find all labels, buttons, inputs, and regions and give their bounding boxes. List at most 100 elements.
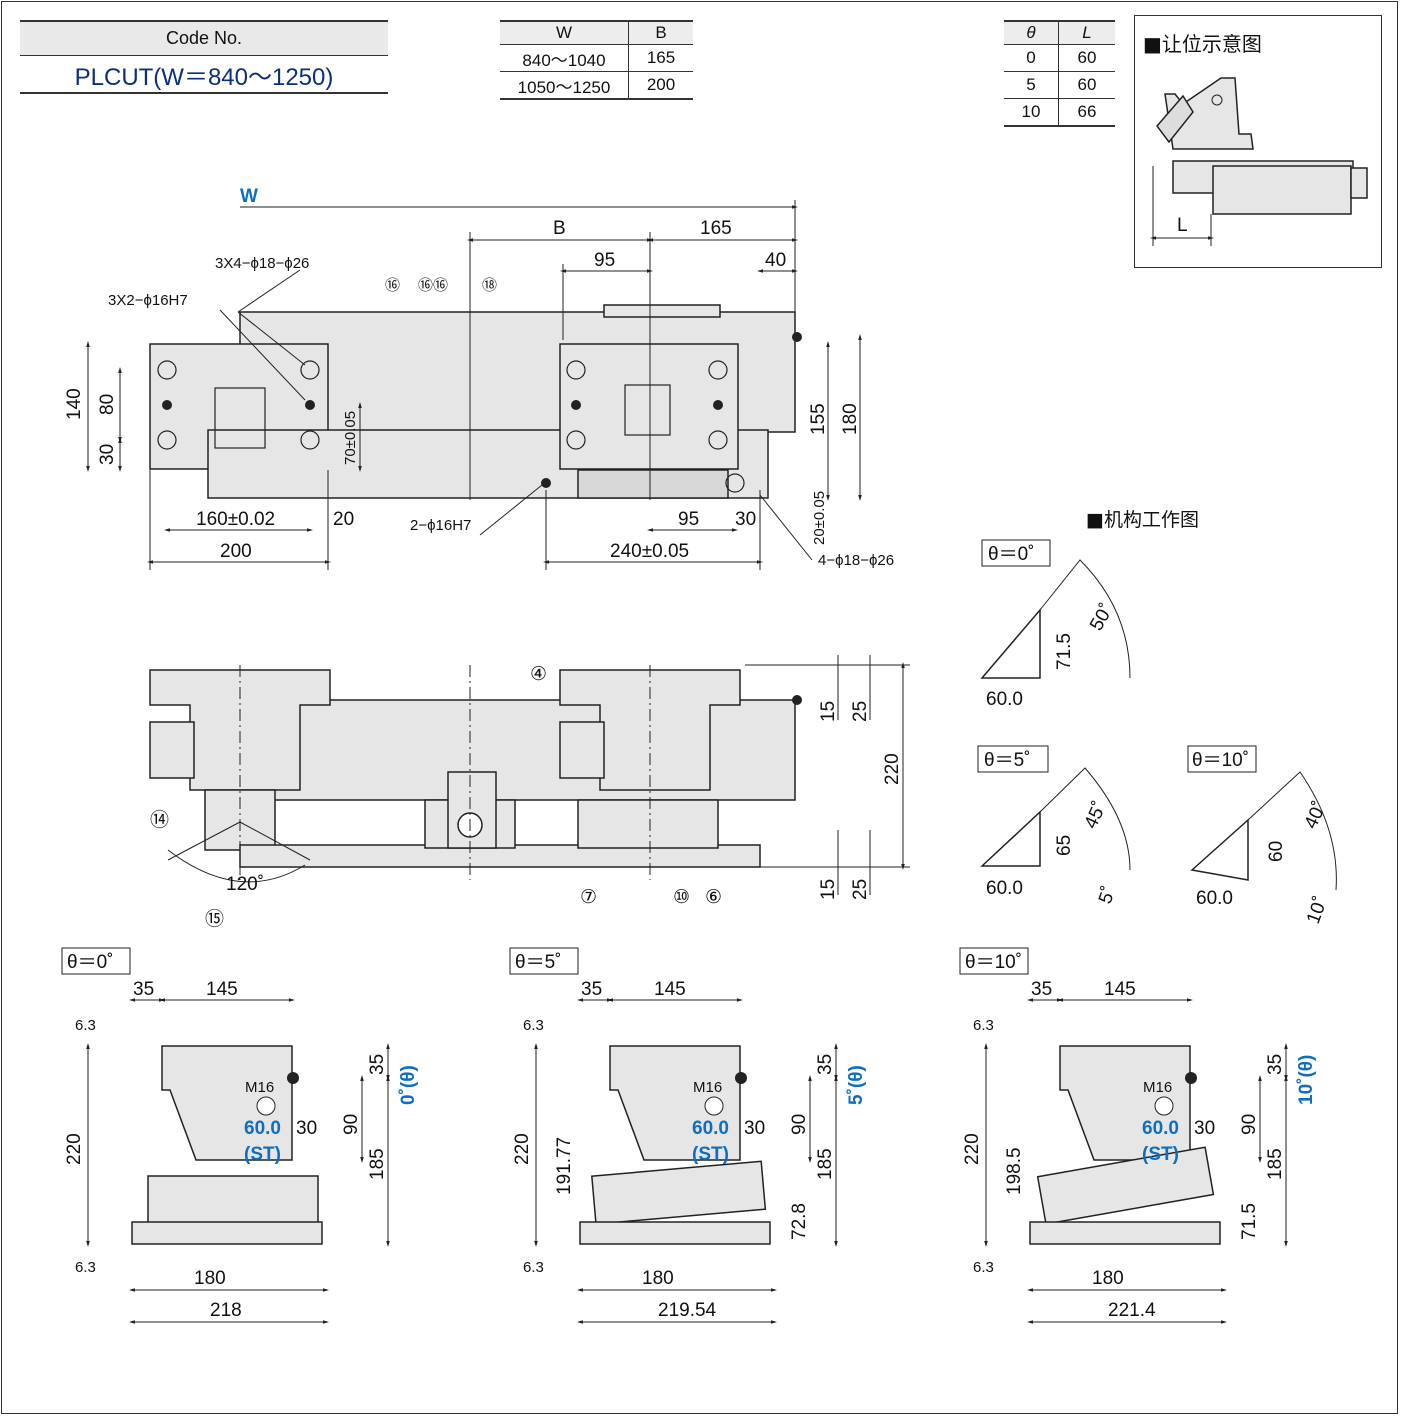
dim-total: 221.4 [1108,1300,1156,1321]
dim-20b: 20±0.05 [811,491,828,545]
code-number-block: Code No. PLCUT(W＝840～1250) [20,20,388,94]
svg-text:θ＝5˚: θ＝5˚ [984,750,1030,771]
holes-c-callout: 2−ϕ16H7 [410,517,471,534]
dim-165: 165 [700,218,732,239]
svg-text:71.5: 71.5 [1054,633,1075,670]
dim-30: 30 [744,1118,765,1139]
clearance-inset: ■让位示意图 L [1134,15,1382,268]
callout-14: ⑭ [150,809,169,831]
holes-d-callout: 4−ϕ18−ϕ26 [818,552,894,569]
theta-angle: 5˚(θ) [846,1065,867,1105]
thread-m16: M16 [245,1079,274,1096]
theta-angle: 10˚(θ) [1296,1055,1317,1105]
dim-200: 200 [220,541,252,562]
stroke-60: 60.0 [692,1118,729,1139]
stroke-st: (ST) [692,1144,729,1165]
roughness-top: 6.3 [973,1017,994,1034]
callout-10: ⑩ [673,887,690,908]
svg-text:65: 65 [1054,835,1075,856]
stroke-st: (ST) [244,1144,281,1165]
side-view-label: θ＝10˚ [965,952,1022,973]
b-dim: B [553,218,566,239]
holes-a-callout: 3X4−ϕ18−ϕ26 [215,255,309,272]
clearance-sketch: L [1150,77,1368,246]
callout-4: ④ [530,664,547,685]
dim-145: 145 [1104,979,1136,1000]
callout-6: ⑥ [705,887,722,908]
mechanism-title: ■机构工作图 [1086,509,1199,531]
front-view: 15 25 220 15 25 120˚ ④ ⑭ ⑮ ⑦ ⑩ ⑥ [149,655,910,930]
dim-25b: 25 [850,879,871,900]
dim-140: 140 [64,388,85,420]
roughness-top: 6.3 [523,1017,544,1034]
dim-180: 180 [194,1268,226,1289]
callout-7: ⑦ [580,887,597,908]
svg-text:θ＝0˚: θ＝0˚ [988,544,1034,565]
theta-angle: 0˚(θ) [398,1065,419,1105]
dim-30: 30 [97,444,118,465]
side-view-label: θ＝0˚ [67,952,113,973]
svg-text:60.0: 60.0 [1196,888,1233,909]
dim-35r: 35 [1265,1054,1286,1075]
stroke-60: 60.0 [1142,1118,1179,1139]
roughness-top: 6.3 [75,1017,96,1034]
thread-m16: M16 [693,1079,722,1096]
theta-header: θ [1004,20,1059,45]
inset-title: ■让位示意图 [1143,32,1262,56]
stroke-60: 60.0 [244,1118,281,1139]
svg-text:θ＝10˚: θ＝10˚ [1192,750,1249,771]
dim-30: 30 [1194,1118,1215,1139]
code-header: Code No. [20,20,388,56]
dim-155: 155 [808,403,829,435]
dim-total: 218 [210,1300,242,1321]
l-header: L [1058,20,1115,45]
dim-180: 180 [642,1268,674,1289]
roughness-bottom: 6.3 [973,1259,994,1276]
b-header: B [628,20,693,45]
dim-lower: 71.5 [1239,1203,1260,1240]
dim-35r: 35 [367,1054,388,1075]
dim-70: 70±0.05 [342,411,359,465]
angle-120: 120˚ [226,874,264,895]
dim-15a: 15 [818,701,839,722]
dim-220: 220 [64,1133,85,1165]
stroke-st: (ST) [1142,1144,1179,1165]
dim-160: 160±0.02 [196,509,275,530]
svg-text:45˚: 45˚ [1080,798,1111,832]
dim-30: 30 [296,1118,317,1139]
dim-90: 90 [789,1114,810,1135]
dim-80: 80 [97,394,118,415]
holes-b-callout: 3X2−ϕ16H7 [108,292,188,309]
dim-35: 35 [133,979,154,1000]
dim-185: 185 [815,1148,836,1180]
dim-185: 185 [367,1148,388,1180]
svg-text:60.0: 60.0 [986,689,1023,710]
callout-19: ⑯ [385,277,400,294]
callout-15: ⑮ [205,908,224,930]
dim-25a: 25 [850,701,871,722]
top-view: W B 165 95 40 3X4−ϕ18−ϕ26 3X2−ϕ16H7 2−ϕ1… [64,186,894,570]
dim-height-2: 198.5 [1004,1147,1025,1195]
callout-16-17: ⑯⑯ [418,277,448,294]
dim-185: 185 [1265,1148,1286,1180]
l-label: L [1177,215,1188,236]
dim-95: 95 [594,250,615,271]
dim-40: 40 [765,250,786,271]
dim-lower: 72.8 [789,1203,810,1240]
svg-text:5˚: 5˚ [1095,884,1121,907]
w-dim: W [240,186,258,207]
side-view-label: θ＝5˚ [515,952,561,973]
svg-text:10˚: 10˚ [1303,894,1332,927]
mechanism-10: θ＝10˚ 60 60.0 40˚ 10˚ [1187,745,1337,927]
